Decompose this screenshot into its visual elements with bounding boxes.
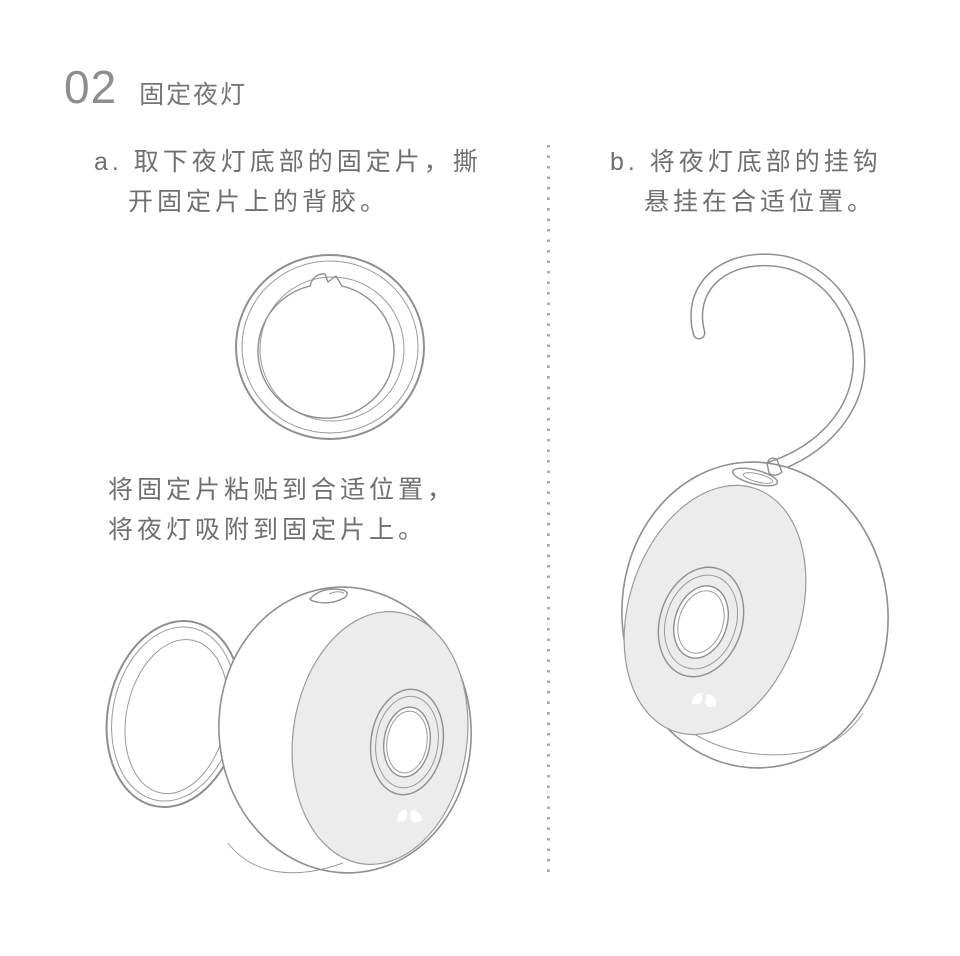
night-light-with-hook-icon bbox=[621, 253, 889, 769]
dotted-divider bbox=[547, 145, 550, 873]
step-a-line1: a. 取下夜灯底部的固定片，撕 bbox=[94, 148, 482, 176]
sensor-ring bbox=[657, 566, 745, 678]
step-b-line2: 悬挂在合适位置。 bbox=[644, 188, 877, 216]
yeelight-logo-icon bbox=[691, 692, 717, 708]
step-a-line2: 开固定片上的背胶。 bbox=[128, 188, 390, 216]
yeelight-logo-icon bbox=[397, 809, 422, 823]
body-bottom-rim bbox=[227, 842, 344, 874]
section-number: 02 bbox=[64, 61, 118, 113]
folded-hook-clip bbox=[309, 588, 348, 604]
night-light-with-plate-illustration bbox=[95, 582, 490, 882]
plate-outer-rim-inner-line bbox=[241, 260, 419, 434]
step-b-instruction: b. 将夜灯底部的挂钩 悬挂在合适位置。 bbox=[610, 142, 882, 222]
fixing-plate-illustration bbox=[230, 250, 430, 445]
plate-outer-rim bbox=[235, 254, 425, 440]
fixing-plate-ring-icon bbox=[235, 254, 425, 440]
step-b-line1: b. 将夜灯底部的挂钩 bbox=[610, 148, 882, 176]
caption-line2: 将夜灯吸附到固定片上。 bbox=[108, 516, 428, 544]
night-light-with-hook-illustration bbox=[615, 253, 905, 775]
hanging-hook bbox=[690, 253, 866, 474]
fixing-plate-caption: 将固定片粘贴到合适位置， 将夜灯吸附到固定片上。 bbox=[108, 470, 456, 550]
adhesive-film-edge bbox=[257, 285, 395, 419]
sensor-ring bbox=[369, 688, 445, 796]
device-front-face bbox=[291, 611, 469, 865]
night-light-with-plate-icon bbox=[105, 586, 472, 874]
hook-attachment-slot bbox=[731, 457, 783, 487]
hook-connector bbox=[766, 457, 783, 476]
plate-inner-edge bbox=[259, 276, 405, 422]
adhesive-film-peel-tab bbox=[309, 273, 343, 287]
caption-line1: 将固定片粘贴到合适位置， bbox=[108, 476, 457, 504]
section-title: 固定夜灯 bbox=[139, 81, 248, 109]
section-header: 02 固定夜灯 bbox=[64, 64, 247, 111]
step-a-instruction: a. 取下夜灯底部的固定片，撕 开固定片上的背胶。 bbox=[94, 142, 482, 222]
